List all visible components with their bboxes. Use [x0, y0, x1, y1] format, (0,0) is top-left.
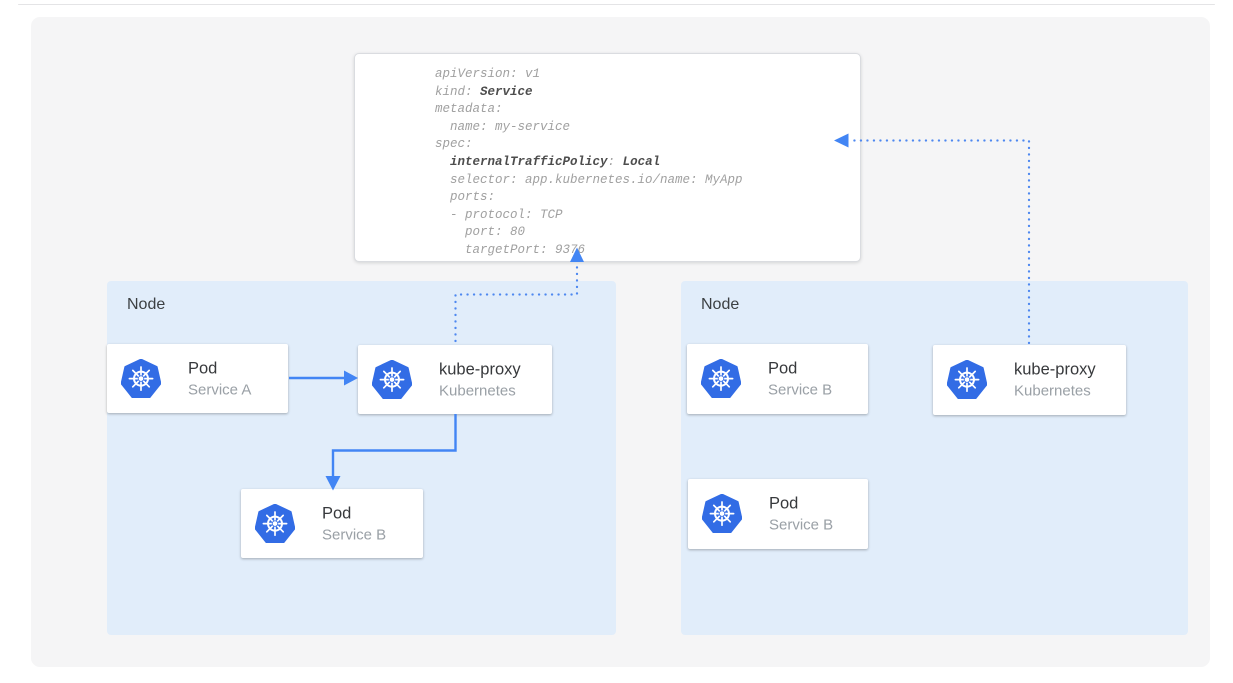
yaml-line: internalTrafficPolicy: Local	[450, 154, 661, 169]
yaml-line: - protocol: TCP	[435, 207, 563, 222]
card-kube-proxy-right: kube-proxy Kubernetes	[933, 345, 1126, 415]
kubernetes-icon	[702, 494, 742, 534]
service-yaml-box: apiVersion: v1 kind: Service metadata: nam…	[354, 53, 861, 262]
kubernetes-icon	[121, 358, 161, 399]
card-title: Pod	[768, 359, 798, 378]
card-pod-service-a: Pod Service A	[107, 344, 288, 413]
card-pod-service-b-right-bottom: Pod Service B	[688, 479, 868, 549]
card-subtitle: Kubernetes	[439, 382, 516, 399]
card-title: Pod	[769, 494, 799, 513]
node-left-label: Node	[127, 296, 166, 313]
yaml-line: targetPort: 9376	[435, 242, 586, 257]
diagram-panel: apiVersion: v1 kind: Service metadata: nam…	[31, 17, 1210, 667]
top-divider	[18, 4, 1215, 5]
node-right-label: Node	[701, 296, 740, 313]
card-kube-proxy-left: kube-proxy Kubernetes	[358, 345, 552, 414]
card-subtitle: Service B	[768, 381, 833, 399]
card-title: Pod	[188, 359, 218, 377]
card-subtitle: Service B	[769, 516, 834, 534]
card-title: kube-proxy	[1014, 360, 1096, 379]
node-left: Node	[107, 281, 616, 635]
yaml-line: spec:	[435, 137, 473, 152]
yaml-line: selector: app.kubernetes.io/name: MyApp	[435, 172, 743, 187]
yaml-line: port: 80	[435, 225, 526, 240]
kubernetes-icon	[255, 503, 295, 544]
kubernetes-icon	[701, 359, 741, 399]
card-subtitle: Kubernetes	[1014, 382, 1091, 400]
yaml-line: kind: Service	[435, 84, 533, 99]
service-yaml-code: apiVersion: v1 kind: Service metadata: nam…	[435, 66, 852, 257]
card-subtitle: Service A	[188, 381, 252, 398]
yaml-line: metadata:	[435, 102, 503, 117]
card-subtitle: Service B	[322, 526, 387, 543]
node-right: Node	[681, 281, 1188, 635]
card-title: kube-proxy	[439, 360, 521, 378]
card-pod-service-b-right-top: Pod Service B	[687, 344, 868, 414]
card-pod-service-b-left: Pod Service B	[241, 489, 423, 558]
yaml-line: name: my-service	[435, 119, 571, 134]
yaml-line: ports:	[435, 190, 496, 205]
kubernetes-icon	[947, 360, 987, 400]
kubernetes-icon	[372, 359, 412, 400]
card-title: Pod	[322, 504, 352, 522]
yaml-line: apiVersion: v1	[435, 67, 541, 81]
